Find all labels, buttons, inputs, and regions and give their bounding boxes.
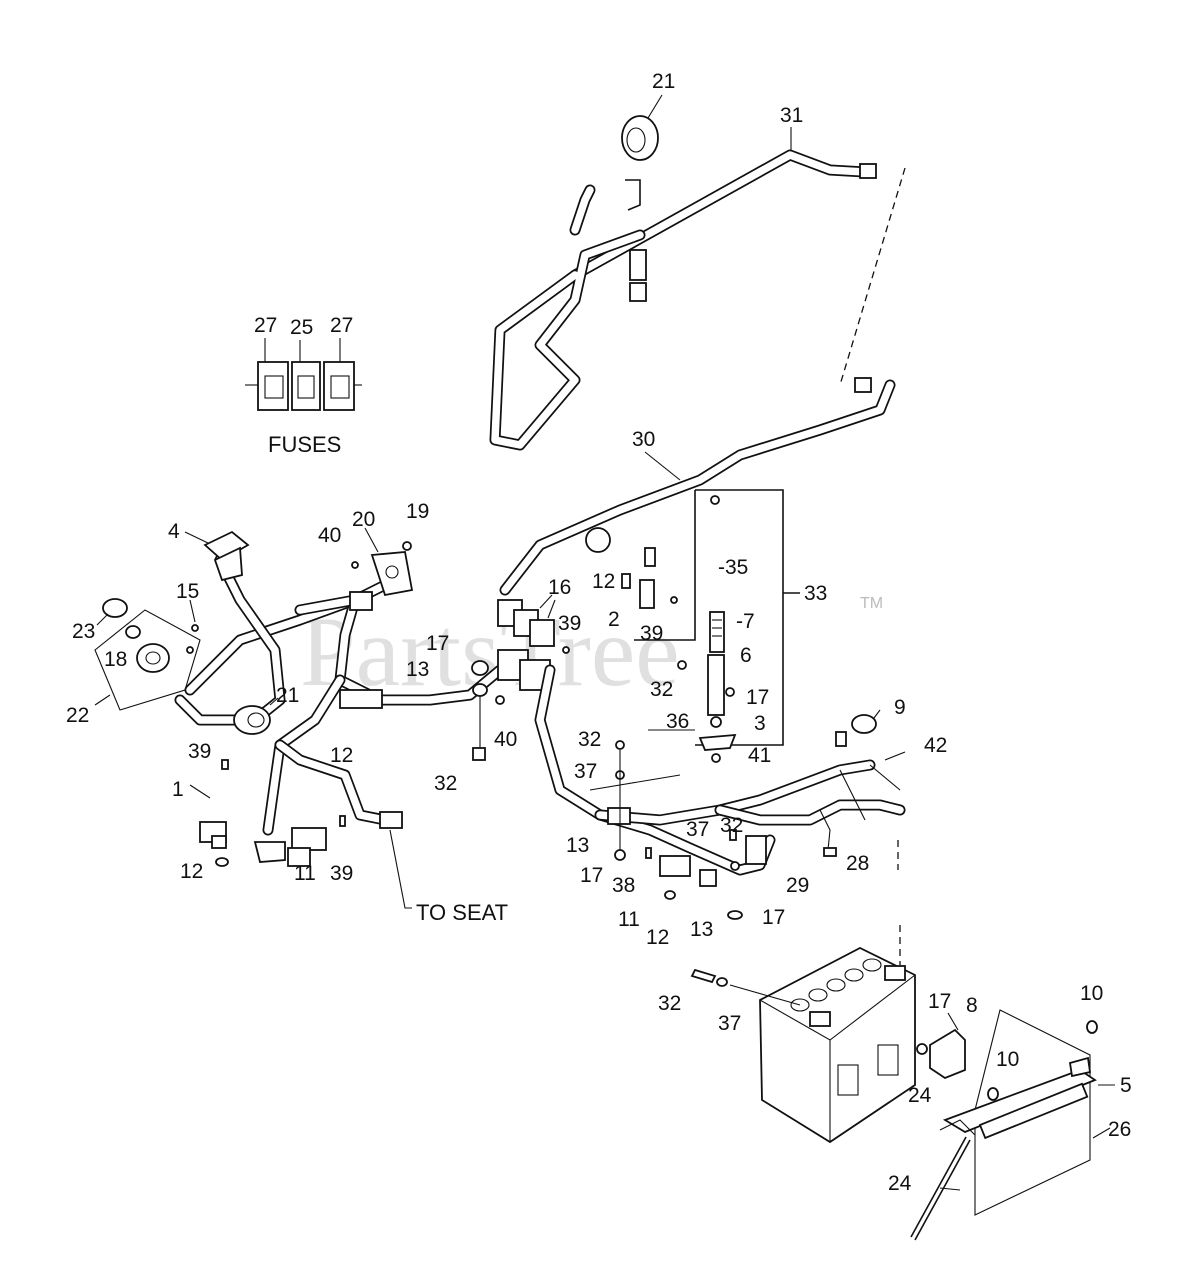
terminal [823, 847, 837, 857]
upper-harness [489, 149, 906, 596]
lift-switch-kit-box [621, 489, 800, 763]
horn-part [621, 115, 659, 211]
callout-21-lower: 21 [276, 684, 299, 707]
callout-30: 30 [632, 428, 655, 451]
callout-2: 2 [608, 608, 620, 631]
relay [659, 855, 691, 877]
terminal [835, 731, 847, 747]
connector [859, 163, 877, 179]
callout-labels: 21 31 27 25 27 FUSES 30 4 20 19 40 23 15… [66, 70, 1132, 1195]
connector [745, 835, 767, 865]
callout-18: 18 [104, 648, 127, 671]
callout-5: 5 [1120, 1074, 1132, 1097]
connector [379, 811, 403, 829]
callout-7: -7 [736, 610, 755, 633]
callout-40-upper: 40 [318, 524, 341, 547]
callout-4: 4 [168, 520, 180, 543]
relay-parts-left [189, 759, 346, 867]
callout-39-center: 39 [558, 612, 581, 635]
callout-32-kit: 32 [650, 678, 673, 701]
callout-40-lower: 40 [494, 728, 517, 751]
connector [854, 377, 872, 393]
callout-24-lower: 24 [888, 1172, 912, 1195]
callout-42: 42 [924, 734, 947, 757]
callout-21-top: 21 [652, 70, 675, 93]
callout-1: 1 [172, 778, 184, 801]
callout-35: -35 [718, 556, 748, 579]
callout-17-harness: 17 [580, 864, 603, 887]
callout-3: 3 [754, 712, 766, 735]
callout-17-lower: 17 [762, 906, 785, 929]
switch-assembly-parts [94, 598, 201, 711]
callout-17-kit: 17 [746, 686, 769, 709]
callout-11-left: 11 [294, 862, 316, 885]
callout-12-left-lower: 12 [180, 860, 203, 883]
callout-41: 41 [748, 744, 771, 767]
callout-16: 16 [548, 576, 571, 599]
callout-8: 8 [966, 994, 978, 1017]
connector [629, 282, 647, 302]
clamp [699, 869, 717, 887]
callout-32-right: 32 [720, 814, 743, 837]
callout-9: 9 [894, 696, 906, 719]
callout-39-kit: 39 [640, 622, 663, 645]
connector [339, 689, 383, 709]
callout-6: 6 [740, 644, 752, 667]
clamp [607, 807, 631, 825]
fuses-caption: FUSES [268, 432, 341, 457]
callout-37-right: 37 [686, 818, 709, 841]
callout-38: 38 [612, 874, 635, 897]
callout-22: 22 [66, 704, 89, 727]
callout-17-center: 17 [426, 632, 449, 655]
connector [349, 591, 373, 611]
callout-12-center: 12 [646, 926, 669, 949]
connector [629, 249, 647, 281]
callout-36: 36 [666, 710, 689, 733]
callout-32-harness: 32 [578, 728, 601, 751]
callout-24-upper: 24 [908, 1084, 932, 1107]
grommet [585, 527, 611, 553]
callout-19: 19 [406, 500, 429, 523]
callout-31: 31 [780, 104, 803, 127]
terminal-cover-part [929, 1012, 966, 1080]
cap [851, 714, 877, 734]
center-harness [534, 664, 906, 920]
callout-37-harness: 37 [574, 760, 597, 783]
callout-10-left: 10 [996, 1048, 1019, 1071]
callout-10-right: 10 [1080, 982, 1103, 1005]
callout-33: 33 [804, 582, 827, 605]
to-seat-caption: TO SEAT [416, 900, 508, 925]
trademark-mark: TM [860, 595, 883, 612]
callout-15: 15 [176, 580, 199, 603]
callout-37-battery: 37 [718, 1012, 741, 1035]
callout-13-harness: 13 [566, 834, 589, 857]
callout-12-upper: 12 [592, 570, 615, 593]
callout-13-lower: 13 [690, 918, 713, 941]
callout-32-battery: 32 [658, 992, 681, 1015]
fuses-group [245, 338, 362, 411]
callout-20: 20 [352, 508, 375, 531]
callout-27-right: 27 [330, 314, 353, 337]
callout-26: 26 [1108, 1118, 1131, 1141]
callout-29: 29 [786, 874, 809, 897]
battery-holddown-parts [910, 1009, 1115, 1241]
callout-39-left-lower: 39 [330, 862, 353, 885]
callout-11-center: 11 [618, 908, 640, 931]
callout-27-left: 27 [254, 314, 277, 337]
callout-28: 28 [846, 852, 869, 875]
callout-39-left-top: 39 [188, 740, 211, 763]
callout-12-left-upper: 12 [330, 744, 353, 767]
callout-32-center: 32 [434, 772, 457, 795]
battery-part [690, 925, 928, 1144]
callout-13-center: 13 [406, 658, 429, 681]
callout-17-battery: 17 [928, 990, 951, 1013]
left-harness [174, 554, 506, 909]
ignition-switch-part [184, 530, 250, 582]
callout-23: 23 [72, 620, 95, 643]
horn-part [233, 697, 279, 735]
bracket-part [351, 527, 414, 597]
callout-25: 25 [290, 316, 313, 339]
